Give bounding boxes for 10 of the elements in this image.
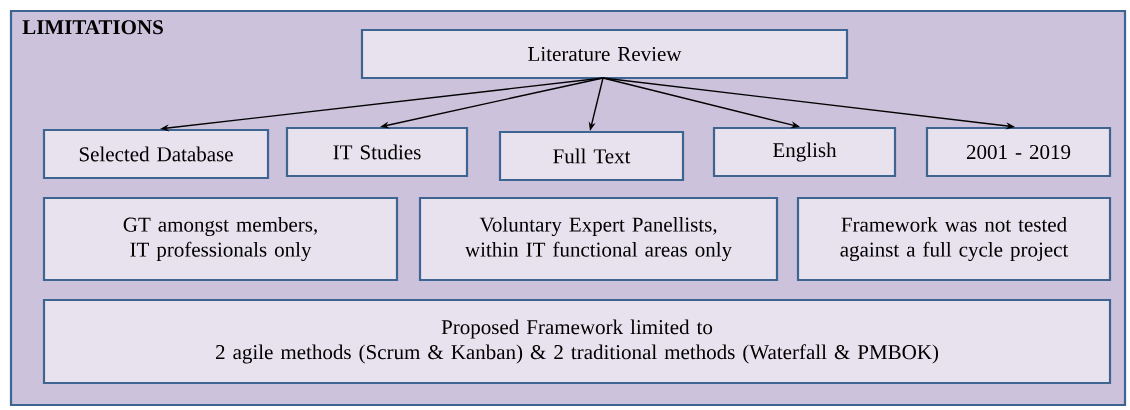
limitation-box: 2001 - 2019 bbox=[925, 126, 1112, 178]
limitation-box: Proposed Framework limited to 2 agile methods (Scrum & Kanban) & 2 traditional methods (Waterfall & PMBOK) bbox=[42, 298, 1112, 385]
limitation-box: Literature Review bbox=[360, 28, 849, 80]
limitation-box: Selected Database bbox=[42, 128, 270, 180]
limitation-box: English bbox=[712, 126, 897, 178]
limitation-box: IT Studies bbox=[285, 126, 469, 178]
limitation-box: Full Text bbox=[498, 130, 685, 182]
limitation-box: Framework was not tested against a full cycle project bbox=[796, 196, 1112, 282]
limitation-box: GT amongst members, IT professionals only bbox=[42, 196, 399, 282]
limitation-box: Voluntary Expert Panellists, within IT functional areas only bbox=[418, 196, 779, 282]
